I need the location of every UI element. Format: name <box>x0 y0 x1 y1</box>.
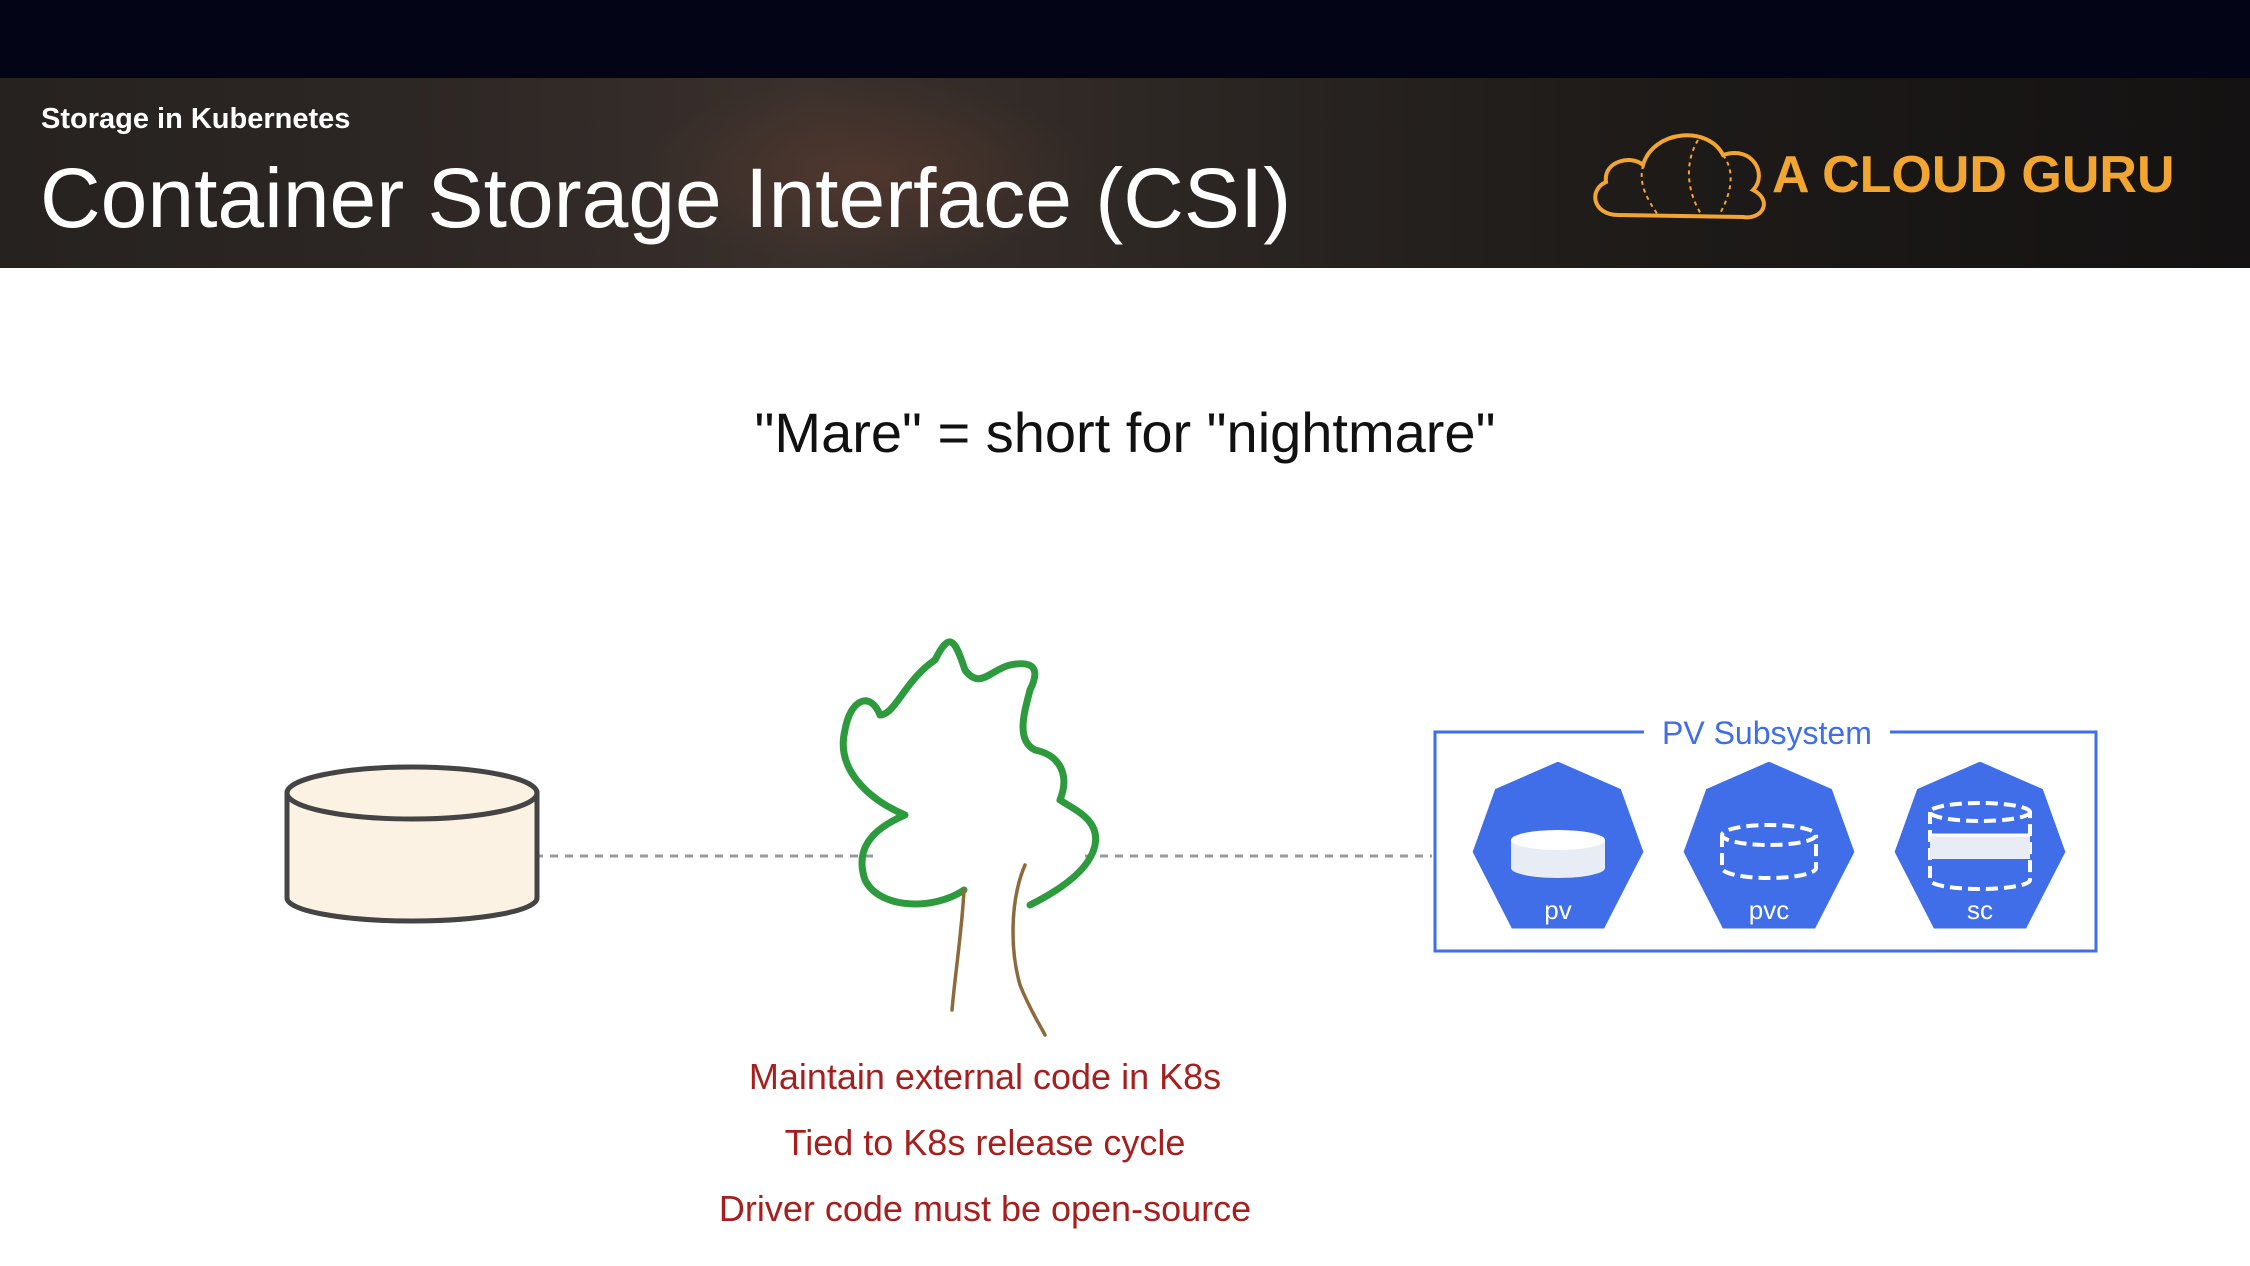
sc-label: sc <box>1967 895 1993 925</box>
slide-heading: "Mare" = short for "nightmare" <box>754 401 1496 464</box>
slide-subtitle: Storage in Kubernetes <box>41 103 351 135</box>
storage-cylinder-icon <box>284 764 540 924</box>
banner-photo-shade <box>640 78 1100 268</box>
drawback-notes: Maintain external code in K8s Tied to K8… <box>0 1052 1970 1250</box>
slide-title: Container Storage Interface (CSI) <box>40 151 1292 245</box>
pv-icon <box>1469 758 1647 932</box>
note-line: Tied to K8s release cycle <box>784 1122 1186 1163</box>
pvc-label: pvc <box>1748 895 1790 925</box>
sc-icon <box>1891 758 2069 932</box>
pv-subsystem-label: PV Subsystem <box>1644 715 1890 752</box>
note-line: Driver code must be open-source <box>718 1188 1252 1229</box>
tree-icon <box>839 638 1100 1037</box>
note-line: Maintain external code in K8s <box>748 1056 1222 1097</box>
title-banner <box>0 78 2250 268</box>
brand-name: A CLOUD GURU <box>1772 146 2175 204</box>
top-black-bar <box>0 0 2250 78</box>
pv-label: pv <box>1544 895 1572 925</box>
pvc-icon <box>1680 758 1858 932</box>
cloud-logo-icon <box>1593 133 1766 220</box>
